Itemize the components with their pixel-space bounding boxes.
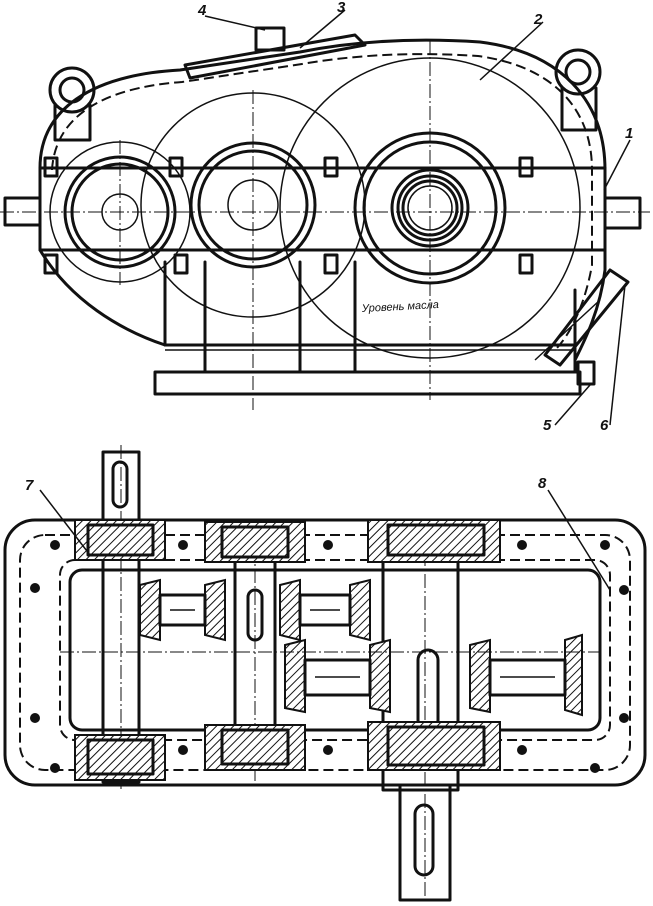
base-plate <box>153 370 582 396</box>
plan-view: 7 8 <box>3 445 647 902</box>
base-bolt-holes <box>30 540 629 773</box>
flange-bolts <box>43 156 534 275</box>
bearing-caps <box>74 519 501 781</box>
lifting-eye-left <box>48 66 96 142</box>
label-1: 1 <box>625 125 633 142</box>
lifting-eye-right <box>554 48 602 132</box>
output-shaft <box>381 530 460 902</box>
gears <box>139 578 583 717</box>
inspection-cover <box>183 33 367 80</box>
elevation-view: 4 3 2 1 5 6 Уровень масла <box>0 0 650 434</box>
label-7: 7 <box>25 477 34 494</box>
label-4: 4 <box>197 2 207 19</box>
label-8: 8 <box>538 475 547 492</box>
base-outline <box>3 518 647 787</box>
drain-plug <box>576 360 596 386</box>
oil-level-note: Уровень масла <box>361 299 440 315</box>
leader-7 <box>39 489 91 556</box>
label-6: 6 <box>600 417 609 434</box>
label-2: 2 <box>533 11 543 28</box>
label-3: 3 <box>337 0 346 16</box>
leader-lines <box>204 9 631 426</box>
label-5: 5 <box>543 417 552 434</box>
input-shaft-stub <box>3 196 42 227</box>
output-shaft-stub <box>603 196 642 230</box>
leader-8 <box>547 489 611 591</box>
oil-gauge <box>543 268 630 367</box>
breather <box>254 26 286 52</box>
